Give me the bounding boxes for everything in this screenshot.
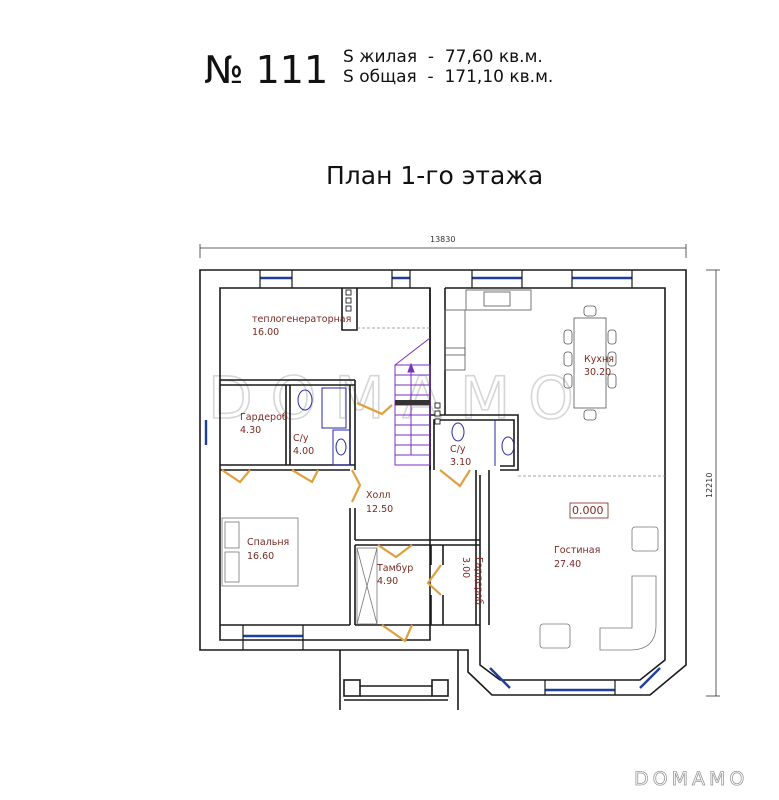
window-frames (242, 270, 633, 695)
project-number: № 111 (204, 48, 329, 92)
room-label-bedroom: Спальня (247, 537, 289, 548)
room-furniture (221, 502, 659, 651)
living-area: S жилая - 77,60 кв.м. (343, 47, 543, 67)
vent-ducts (345, 289, 441, 425)
room-area-su-2: 3.10 (450, 457, 471, 468)
room-label-su-2: С/у (450, 444, 466, 455)
dimension-height (706, 269, 720, 697)
room-area-garderob-2: 3.00 (460, 557, 471, 578)
plumbing (297, 387, 515, 466)
room-area-garderob-1: 4.30 (240, 425, 261, 436)
doors (221, 401, 471, 643)
room-area-living: 27.40 (554, 559, 581, 570)
dimension-width-label: 13830 (430, 235, 455, 244)
room-area-su-1: 4.00 (293, 446, 314, 457)
kitchen-furniture (444, 289, 617, 421)
room-labels: теплогенераторная 16.00 Гардероб 4.30 С/… (240, 314, 614, 605)
room-area-tambur: 4.90 (377, 576, 398, 587)
level-mark: 0.000 (572, 504, 604, 517)
room-label-living: Гостиная (554, 545, 600, 556)
dimension-height-label: 12210 (705, 473, 714, 498)
windows (204, 276, 661, 692)
room-area-teplo: 16.00 (252, 327, 279, 338)
room-label-garderob-1: Гардероб (240, 412, 288, 423)
watermark-corner: DOMAMO (634, 768, 749, 791)
room-area-kitchen: 30.20 (584, 367, 611, 378)
plan-title: План 1-го этажа (326, 161, 544, 190)
room-label-teplo: теплогенераторная (252, 314, 351, 325)
plan-header: № 111 S жилая - 77,60 кв.м. S общая - 17… (0, 0, 779, 120)
stair-landing (395, 400, 430, 405)
total-area: S общая - 171,10 кв.м. (343, 67, 554, 87)
room-label-tambur: Тамбур (376, 563, 413, 574)
room-label-su-1: С/у (293, 433, 309, 444)
zone-lines (357, 327, 665, 477)
walls (199, 269, 687, 710)
room-label-hall: Холл (366, 490, 390, 501)
room-label-kitchen: Кухня (584, 354, 614, 365)
room-area-hall: 12.50 (366, 504, 393, 515)
dimension-width (199, 244, 687, 258)
room-label-garderob-2: Гардероб (473, 557, 484, 605)
room-area-bedroom: 16.60 (247, 551, 274, 562)
